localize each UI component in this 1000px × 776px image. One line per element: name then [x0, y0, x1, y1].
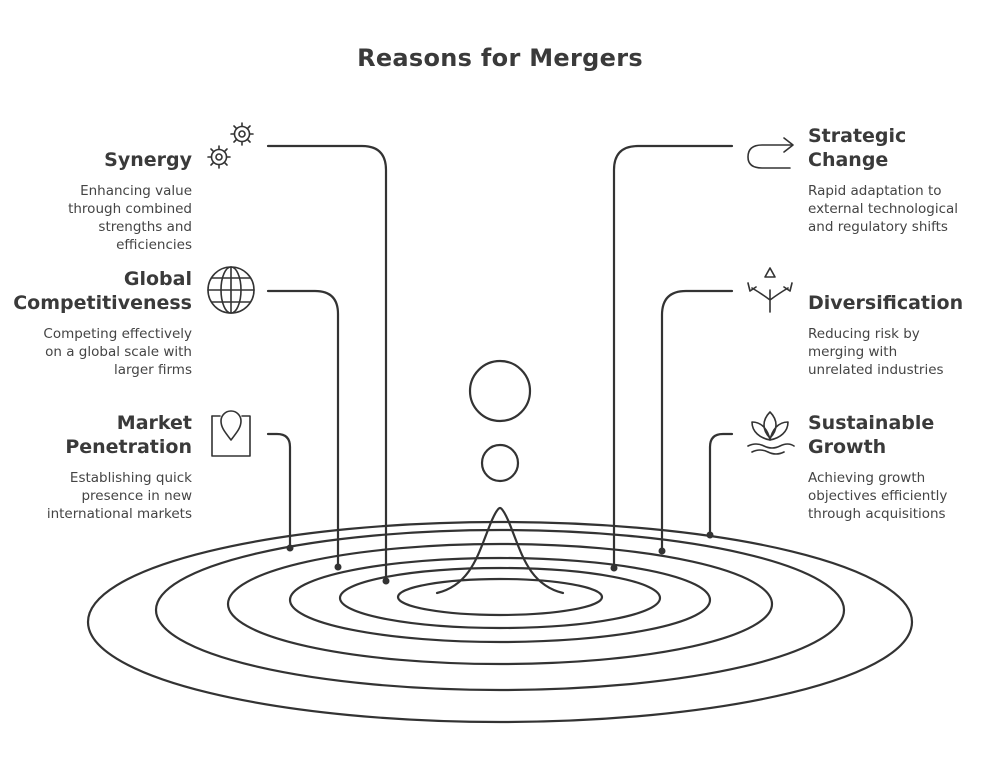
item-heading: Synergy [104, 149, 192, 171]
ripple-ring-6 [396, 577, 604, 617]
globe-icon [207, 266, 255, 314]
splash-peak [435, 506, 565, 595]
item-description: Rapid adaptation to external technologic… [808, 183, 959, 235]
u-turn-arrow-icon [747, 137, 794, 169]
connector-market [266, 432, 292, 550]
ripple-ring-4 [288, 556, 712, 644]
item-strategic-change: Strategic Change Rapid adaptation to ext… [808, 124, 958, 236]
ripple-ring-2 [154, 528, 846, 692]
item-description: Competing effectively on a global scale … [43, 326, 192, 378]
connector-strategic [612, 144, 734, 570]
item-description: Reducing risk by merging with unrelated … [808, 326, 944, 378]
item-heading: Diversification [808, 292, 964, 314]
branching-arrows-icon [747, 267, 793, 313]
diagram-title: Reasons for Mergers [357, 44, 643, 72]
connector-dot-synergy [382, 577, 390, 585]
connector-dot-diversification [658, 547, 666, 555]
map-pin-icon [211, 410, 251, 457]
item-description: Enhancing value through combined strengt… [68, 183, 192, 253]
connector-dot-strategic [610, 564, 618, 572]
droplet-large [468, 359, 532, 423]
ripple-ring-1 [86, 520, 914, 724]
connector-synergy [266, 144, 388, 582]
connector-diversification [660, 289, 734, 553]
gears-icon [207, 122, 254, 169]
item-global-competitiveness: Global Competitiveness Competing effecti… [13, 267, 192, 379]
item-market-penetration: Market Penetration Establishing quick pr… [47, 411, 192, 523]
lotus-icon [747, 411, 795, 455]
item-description: Achieving growth objectives efficiently … [808, 470, 948, 522]
item-description: Establishing quick presence in new inter… [46, 470, 192, 522]
ripple-ring-3 [226, 542, 774, 666]
item-sustainable-growth: Sustainable Growth Achieving growth obje… [808, 411, 947, 523]
item-heading: Strategic Change [808, 125, 907, 171]
item-heading: Market Penetration [65, 412, 192, 458]
item-synergy: Synergy Enhancing value through combined… [68, 148, 192, 254]
item-heading: Global Competitiveness [13, 268, 192, 314]
ripple-ring-5 [338, 566, 662, 630]
connector-dot-global [334, 563, 342, 571]
connector-dot-sustainable [706, 531, 714, 539]
connector-global [266, 289, 340, 569]
connector-sustainable [708, 432, 734, 537]
droplet-small [480, 443, 520, 483]
item-heading: Sustainable Growth [808, 412, 935, 458]
item-diversification: Diversification Reducing risk by merging… [808, 291, 963, 379]
connector-dot-market [286, 544, 294, 552]
